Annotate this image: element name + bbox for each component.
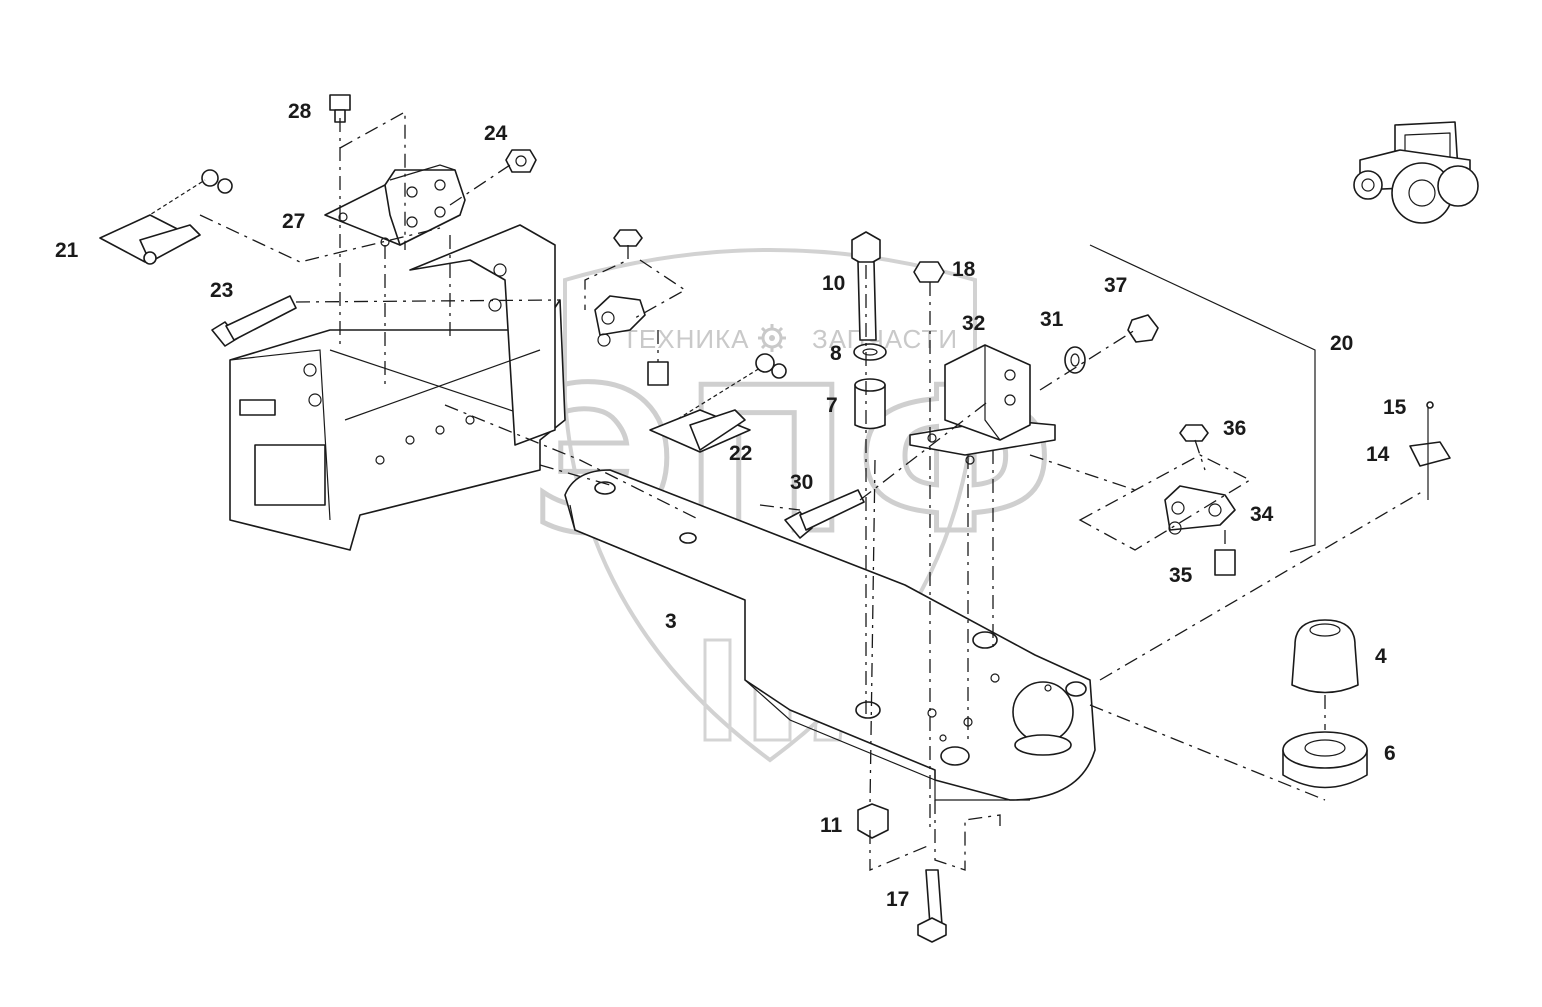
tractor-icon: [1353, 121, 1479, 224]
callout-28: 28: [288, 100, 312, 123]
hitch-housing: [229, 224, 566, 551]
callout-4: 4: [1375, 645, 1387, 668]
callout-31: 31: [1040, 308, 1064, 331]
callout-21: 21: [55, 239, 79, 262]
callout-36: 36: [1223, 417, 1246, 440]
callout-34: 34: [1250, 503, 1274, 526]
drawbar-3: [564, 469, 1096, 801]
washer-8: [853, 343, 887, 361]
callout-11: 11: [820, 814, 843, 837]
bolt-28: [329, 94, 351, 123]
leader-lines: [199, 110, 1426, 871]
callout-37: 37: [1104, 274, 1127, 297]
washer-31: [1064, 346, 1086, 374]
callout-17: 17: [886, 888, 909, 911]
callout-18: 18: [952, 258, 976, 281]
callout-7: 7: [826, 394, 838, 417]
bracket-32: [909, 344, 1056, 465]
callout-labels: 28 24 27 21 23 10 18 37 31 32 20 8 7 36 …: [55, 100, 1407, 911]
callout-24: 24: [484, 122, 508, 145]
callout-32: 32: [962, 312, 985, 335]
callout-10: 10: [822, 272, 845, 295]
gear-icon: [758, 324, 786, 352]
callout-35: 35: [1169, 564, 1193, 587]
nut-24: [505, 149, 537, 173]
bolt-10: [851, 231, 881, 341]
callout-20: 20: [1330, 332, 1353, 355]
callout-8: 8: [830, 342, 842, 365]
ring-6: [1282, 731, 1368, 789]
tag-14: [1409, 401, 1451, 500]
bracket-27: [324, 164, 466, 247]
callout-23: 23: [210, 279, 233, 302]
pin-21: [99, 169, 233, 265]
callout-14: 14: [1366, 443, 1390, 466]
callout-30: 30: [790, 471, 813, 494]
hitch-ball: [1012, 681, 1087, 756]
callout-3: 3: [665, 610, 677, 633]
callout-6: 6: [1384, 742, 1396, 765]
pin-22: [649, 353, 787, 453]
callout-22: 22: [729, 442, 752, 465]
watermark-left-text: ТЕХНИКА: [622, 324, 750, 354]
nut-11: [857, 803, 889, 839]
bolt-30: [784, 489, 865, 539]
bolt-17: [917, 869, 947, 943]
callout-15: 15: [1383, 396, 1407, 419]
cap-4: [1291, 619, 1359, 694]
clamp-left: [594, 229, 669, 386]
spacer-7: [854, 378, 886, 430]
nut-37: [1127, 314, 1159, 343]
clamp-right: [1164, 424, 1236, 576]
bolt-23: [211, 295, 297, 347]
callout-27: 27: [282, 210, 305, 233]
nut-18: [913, 261, 945, 283]
